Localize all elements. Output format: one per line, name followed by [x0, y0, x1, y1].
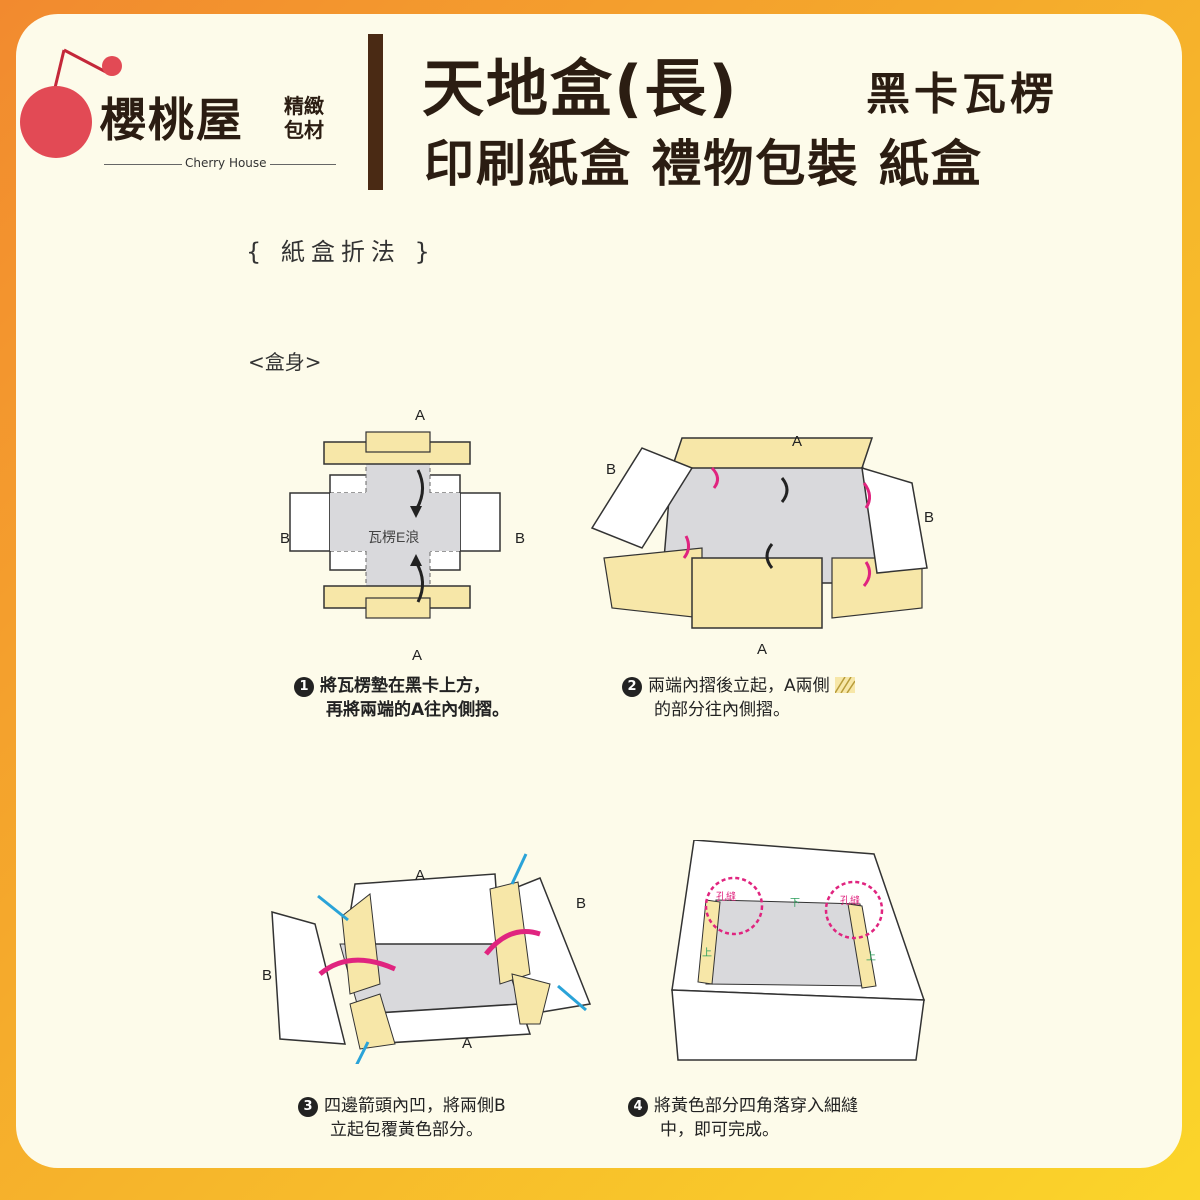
step2-diagram: A A B B [590, 433, 934, 658]
label-a-bottom: A [462, 1035, 472, 1052]
step-number: 2 [622, 677, 642, 697]
label-up-right: 上 [866, 951, 876, 963]
label-hole-right: 孔縫 [840, 894, 860, 907]
page-title: 天地盒(長) [422, 52, 739, 125]
label-a-top: A [415, 407, 425, 424]
brand-english: Cherry House [182, 156, 270, 170]
step4-diagram: 孔縫 孔縫 下 上 上 [671, 840, 926, 1061]
page-subtitle: 印刷紙盒 禮物包裝 紙盒 [424, 135, 983, 193]
brand-tagline: 精緻 包材 [284, 94, 324, 142]
subsection-heading: <盒身> [248, 350, 322, 374]
label-up-left: 上 [702, 947, 712, 959]
hatched-swatch-icon [834, 676, 856, 694]
step1-diagram: A A B B 瓦楞E浪 [280, 407, 525, 664]
step-number: 1 [294, 677, 314, 697]
step-number: 3 [298, 1097, 318, 1117]
title-divider [368, 34, 383, 190]
label-a-bottom: A [412, 647, 422, 664]
step-number: 4 [628, 1097, 648, 1117]
label-b-right: B [924, 509, 934, 526]
step3-diagram: A A B B [262, 853, 592, 1064]
label-b-left: B [606, 461, 616, 478]
brand-logo: 櫻桃屋 精緻 包材 Cherry House [16, 14, 356, 204]
brand-name: 櫻桃屋 [100, 93, 244, 147]
label-b-right: B [576, 895, 586, 912]
label-b-right: B [515, 530, 525, 547]
section-heading: { 紙盒折法 } [246, 238, 436, 266]
label-a-bottom: A [757, 641, 767, 658]
label-a-top: A [415, 867, 425, 884]
label-hole-left: 孔縫 [716, 890, 736, 903]
content-card: 櫻桃屋 精緻 包材 Cherry House 天地盒(長) 黑卡瓦楞 印刷紙盒 … [16, 14, 1182, 1168]
label-a-top: A [792, 433, 802, 450]
label-down: 下 [790, 898, 800, 909]
label-material: 瓦楞E浪 [368, 529, 419, 545]
label-b-left: B [262, 967, 272, 984]
cherry-icon [20, 48, 122, 158]
label-b-left: B [280, 530, 290, 547]
page-title-material: 黑卡瓦楞 [866, 69, 1058, 120]
